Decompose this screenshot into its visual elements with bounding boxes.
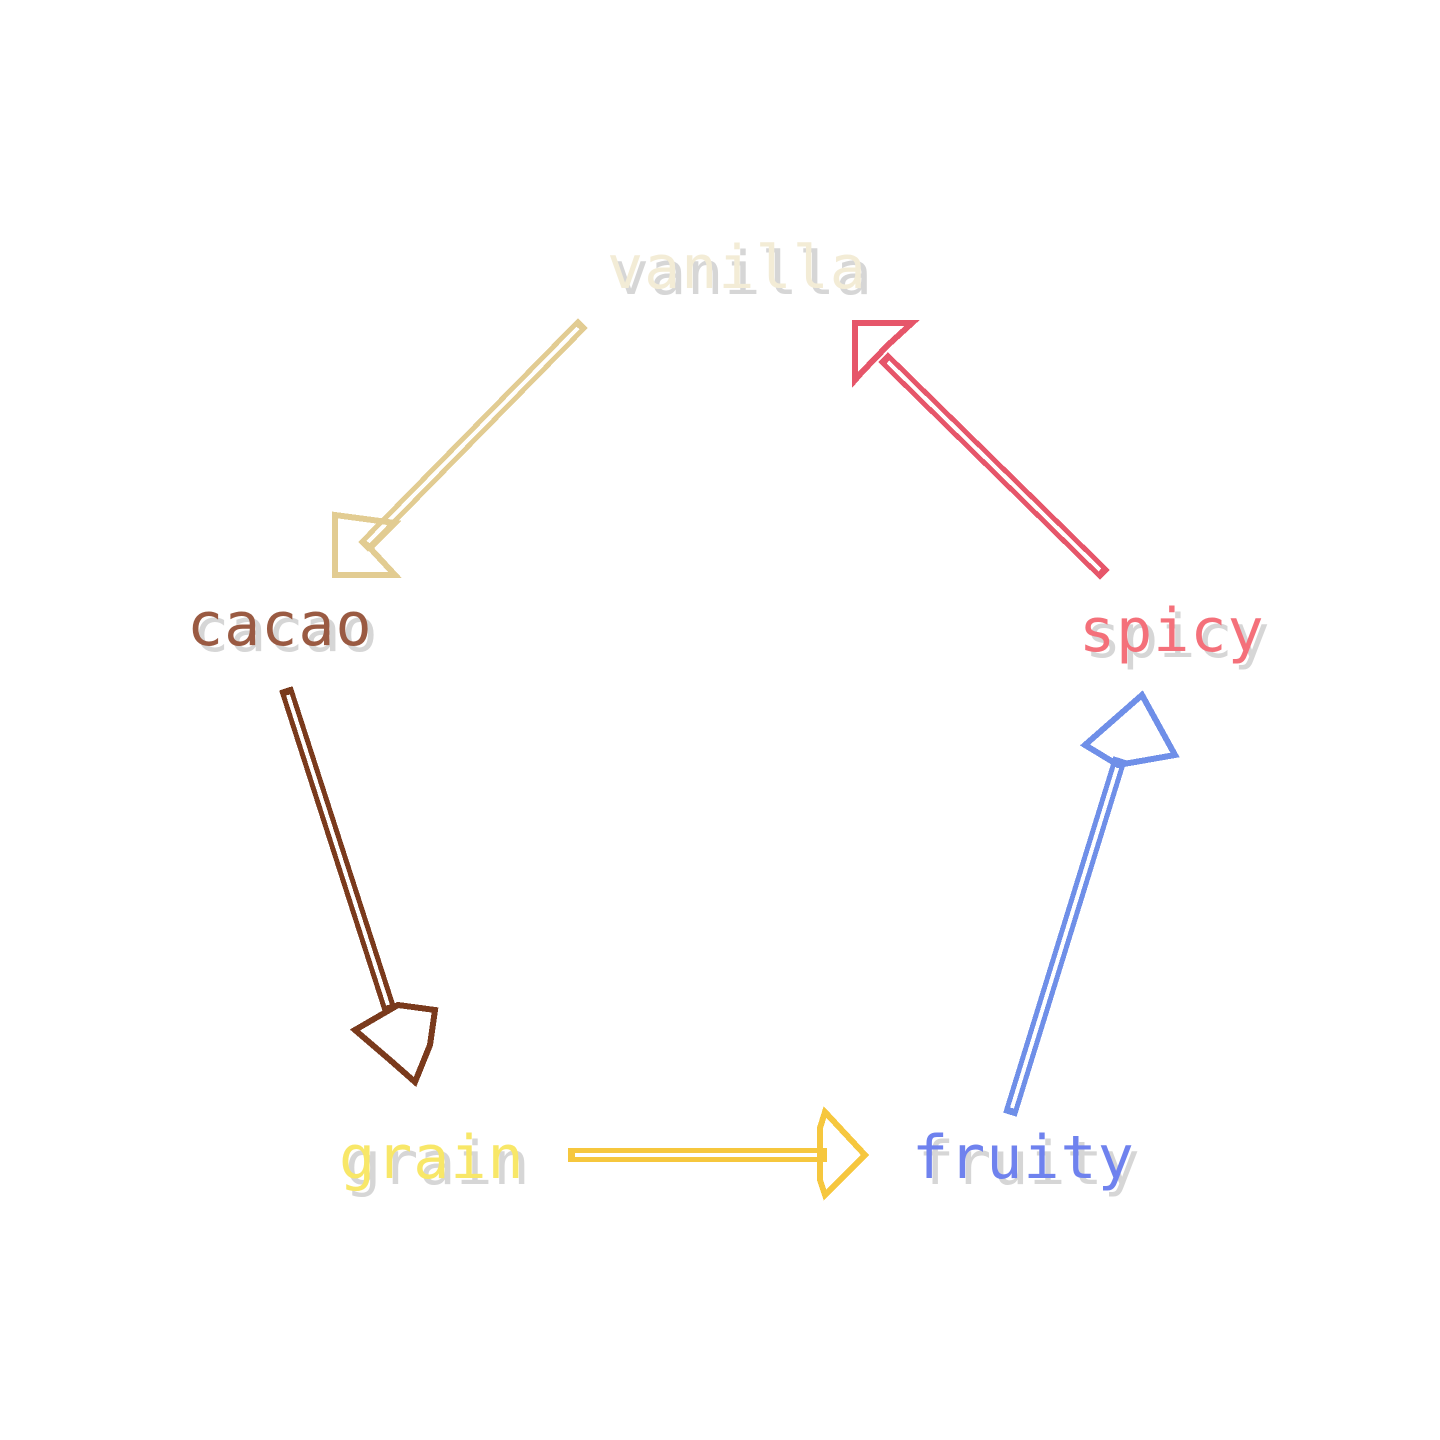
edge-shaft-inner — [286, 694, 390, 1006]
edges — [279, 318, 1180, 1201]
node-label-shadow: spicy — [1085, 602, 1271, 672]
edge-spicy-to-vanilla — [852, 320, 1110, 580]
edge-vanilla-to-cacao — [332, 318, 588, 578]
edge-arrowhead — [852, 320, 920, 388]
edge-arrowhead — [349, 1001, 439, 1088]
node-spicy: spicy spicy — [1079, 596, 1271, 672]
edge-shaft-inner — [886, 360, 1102, 572]
edge-fruity-to-spicy — [1003, 690, 1180, 1117]
node-label-cacao: cacao — [187, 590, 373, 660]
node-label-spicy: spicy — [1079, 596, 1265, 666]
node-label-vanilla: vanilla — [607, 233, 867, 303]
node-label-grain: grain — [339, 1123, 525, 1193]
node-label-shadow: vanilla — [613, 239, 873, 309]
edge-shaft-inner — [366, 326, 580, 544]
node-label-fruity: fruity — [912, 1123, 1135, 1193]
node-fruity: fruity fruity — [912, 1123, 1141, 1199]
node-vanilla: vanilla vanilla — [607, 233, 873, 309]
edge-arrowhead — [332, 511, 402, 578]
node-grain: grain grain — [339, 1123, 531, 1199]
edge-cacao-to-grain — [279, 686, 439, 1088]
node-label-shadow: grain — [345, 1129, 531, 1199]
edge-shaft-inner — [1010, 764, 1120, 1109]
edge-arrowhead — [1079, 690, 1180, 769]
node-label-shadow: cacao — [193, 596, 379, 666]
edge-arrowhead — [817, 1106, 870, 1201]
node-label-shadow: fruity — [918, 1129, 1141, 1199]
edge-grain-to-fruity — [568, 1106, 870, 1201]
node-cacao: cacao cacao — [187, 590, 379, 666]
nodes: vanilla vanilla cacao cacao spicy spicy … — [187, 233, 1271, 1199]
